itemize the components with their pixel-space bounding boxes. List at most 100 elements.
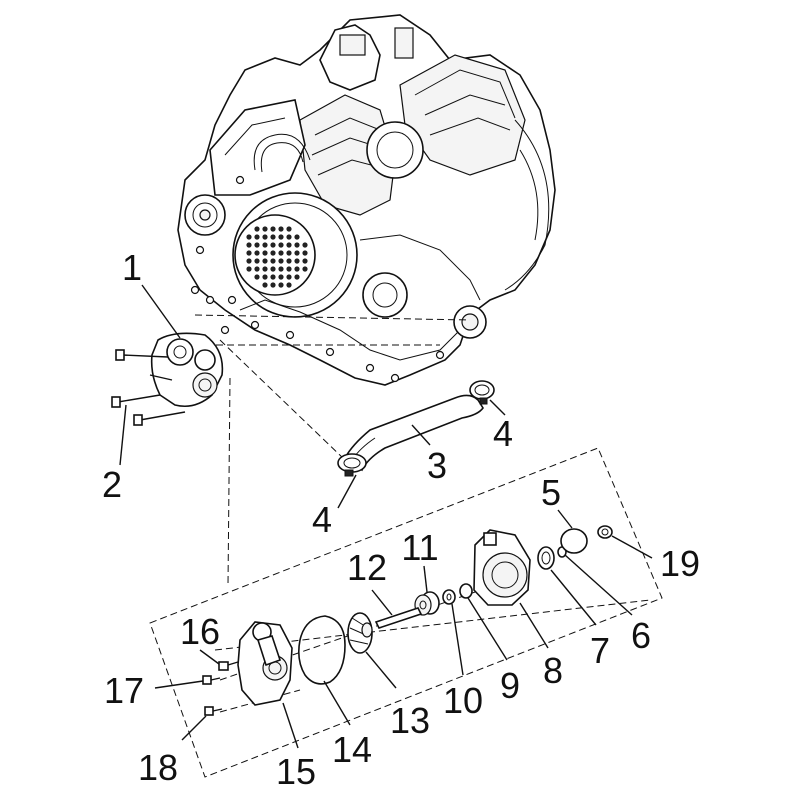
vent-hole (246, 258, 252, 264)
vent-hole (278, 258, 284, 264)
mounting-bolts (111, 349, 186, 426)
vent-hole (270, 242, 276, 248)
vent-hole (246, 266, 252, 272)
vent-hole (302, 242, 308, 248)
vent-hole (286, 250, 292, 256)
vent-hole (286, 274, 292, 280)
vent-hole (270, 274, 276, 280)
callout-10: 10 (443, 680, 483, 721)
vent-hole (262, 242, 268, 248)
vent-hole (254, 234, 260, 240)
callout-18: 18 (138, 747, 178, 788)
vent-hole (302, 266, 308, 272)
bolt-head (390, 373, 400, 383)
vent-hole (294, 242, 300, 248)
callout-19: 19 (660, 543, 700, 584)
bolt-head (205, 295, 215, 305)
vent-hole (294, 274, 300, 280)
vent-hole (286, 226, 292, 232)
callout-8: 8 (543, 650, 563, 691)
vent-hole (262, 274, 268, 280)
vent-hole (270, 258, 276, 264)
vent-hole (254, 242, 260, 248)
callout-13: 13 (390, 700, 430, 741)
vent-hole (262, 266, 268, 272)
callout-9: 9 (500, 665, 520, 706)
vent-hole (302, 250, 308, 256)
vent-hole (294, 266, 300, 272)
pump-cover (237, 621, 293, 706)
vent-hole (294, 234, 300, 240)
callout-16: 16 (180, 611, 220, 652)
vent-hole (262, 234, 268, 240)
bolt-head (227, 295, 237, 305)
vent-hole (254, 274, 260, 280)
vent-hole (294, 250, 300, 256)
vent-hole (246, 234, 252, 240)
callout-6: 6 (631, 615, 651, 656)
vent-hole (246, 250, 252, 256)
vent-hole (254, 266, 260, 272)
small-bolt-18 (204, 706, 223, 716)
bolt-head (220, 325, 230, 335)
bolt-head (435, 350, 445, 360)
vent-hole (254, 226, 260, 232)
callout-15: 15 (276, 751, 316, 792)
bolt-head (235, 175, 245, 185)
coolant-hose (343, 394, 484, 472)
vent-hole (262, 258, 268, 264)
callout-14: 14 (332, 729, 372, 770)
vent-hole (294, 258, 300, 264)
leader-lines (119, 284, 653, 749)
vent-hole (278, 250, 284, 256)
vent-hole (270, 234, 276, 240)
vent-hole (278, 242, 284, 248)
vent-hole (262, 250, 268, 256)
bearing (537, 546, 555, 570)
callout-12: 12 (347, 547, 387, 588)
vent-hole (278, 274, 284, 280)
bolt-head (325, 347, 335, 357)
vent-hole (254, 258, 260, 264)
callout-4-upper: 4 (493, 413, 513, 454)
vent-hole (254, 250, 260, 256)
vent-hole (246, 242, 252, 248)
o-ring (560, 528, 588, 554)
vent-hole (302, 258, 308, 264)
vent-hole (286, 258, 292, 264)
vent-hole (270, 250, 276, 256)
vent-hole (278, 282, 284, 288)
vent-hole (270, 266, 276, 272)
vent-hole (270, 282, 276, 288)
small-bolt-16 (218, 661, 239, 671)
bolt-head (250, 320, 260, 330)
vent-hole (286, 282, 292, 288)
vented-cover (232, 192, 358, 318)
callout-2: 2 (102, 464, 122, 505)
spacer (442, 589, 456, 605)
vent-hole (286, 266, 292, 272)
callout-4-lower: 4 (312, 499, 332, 540)
vent-hole (262, 282, 268, 288)
small-bolt-17 (202, 675, 221, 685)
pump-shaft (374, 607, 423, 629)
bolt-head (190, 285, 200, 295)
callout-3: 3 (427, 445, 447, 486)
gasket (298, 615, 346, 685)
bolt-head (285, 330, 295, 340)
vent-hole (262, 226, 268, 232)
seal (459, 583, 473, 599)
callout-17: 17 (104, 670, 144, 711)
exploded-assembly-frame (149, 447, 663, 778)
vent-hole (286, 242, 292, 248)
bolt-head (195, 245, 205, 255)
vent-hole (278, 234, 284, 240)
callout-1: 1 (122, 247, 142, 288)
callout-11: 11 (401, 527, 438, 568)
impeller (347, 612, 373, 654)
vent-hole (286, 234, 292, 240)
washer (597, 525, 613, 539)
vent-hole (278, 266, 284, 272)
vent-hole (270, 226, 276, 232)
hose-clamp-upper (469, 380, 495, 405)
